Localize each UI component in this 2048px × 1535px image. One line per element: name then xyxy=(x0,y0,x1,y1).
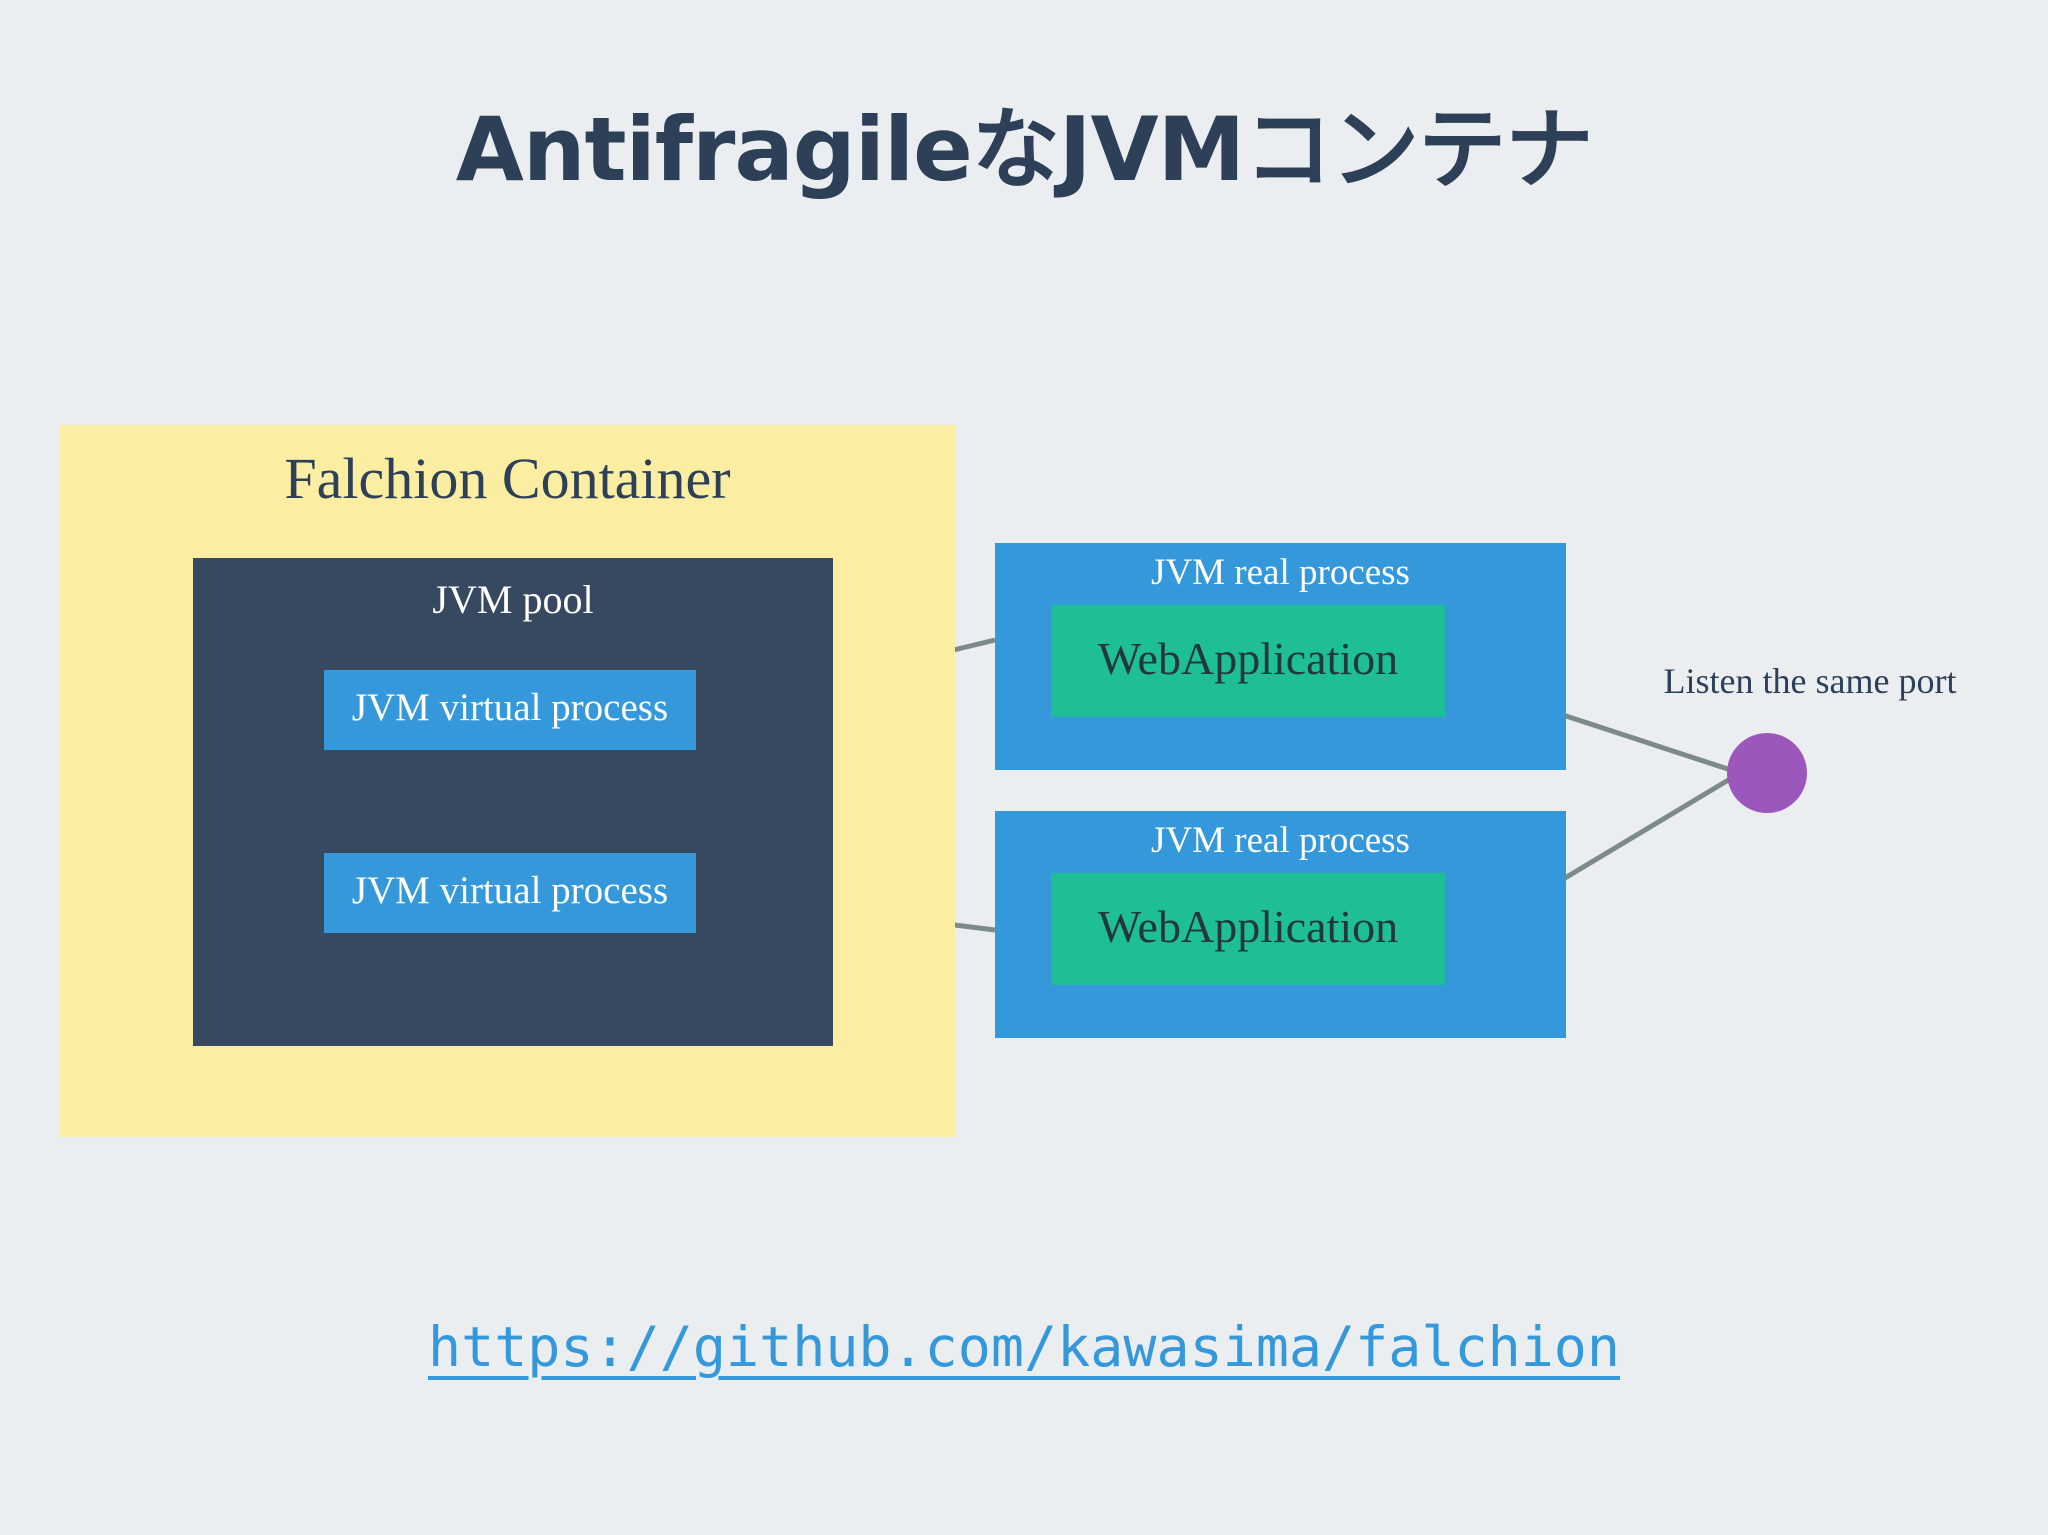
jvm-virtual-process-label: JVM virtual process xyxy=(351,868,669,912)
webapplication-box: WebApplication xyxy=(1051,605,1445,717)
jvm-pool-label: JVM pool xyxy=(432,577,594,622)
jvm-virtual-process-label: JVM virtual process xyxy=(351,685,669,729)
footer: https://github.com/kawasima/falchion xyxy=(0,1315,2048,1379)
page-title: AntifragileなJVMコンテナ xyxy=(455,98,1593,201)
jvm-real-process-box: JVM real process WebApplication xyxy=(995,811,1566,1038)
jvm-virtual-process-box: JVM virtual process xyxy=(324,670,696,750)
jvm-virtual-process-box: JVM virtual process xyxy=(324,853,696,933)
falchion-container-label: Falchion Container xyxy=(284,446,731,511)
jvm-pool-box: JVM pool xyxy=(193,558,833,1046)
port-node-circle xyxy=(1727,733,1807,813)
webapplication-label: WebApplication xyxy=(1097,633,1399,684)
jvm-real-process-label: JVM real process xyxy=(1151,552,1410,593)
project-url-link[interactable]: https://github.com/kawasima/falchion xyxy=(427,1315,1621,1379)
webapplication-label: WebApplication xyxy=(1097,901,1399,952)
jvm-real-process-box: JVM real process WebApplication xyxy=(995,543,1566,770)
listen-port-label: Listen the same port xyxy=(1663,661,1957,701)
jvm-real-process-label: JVM real process xyxy=(1151,820,1410,861)
webapplication-box: WebApplication xyxy=(1051,873,1445,985)
